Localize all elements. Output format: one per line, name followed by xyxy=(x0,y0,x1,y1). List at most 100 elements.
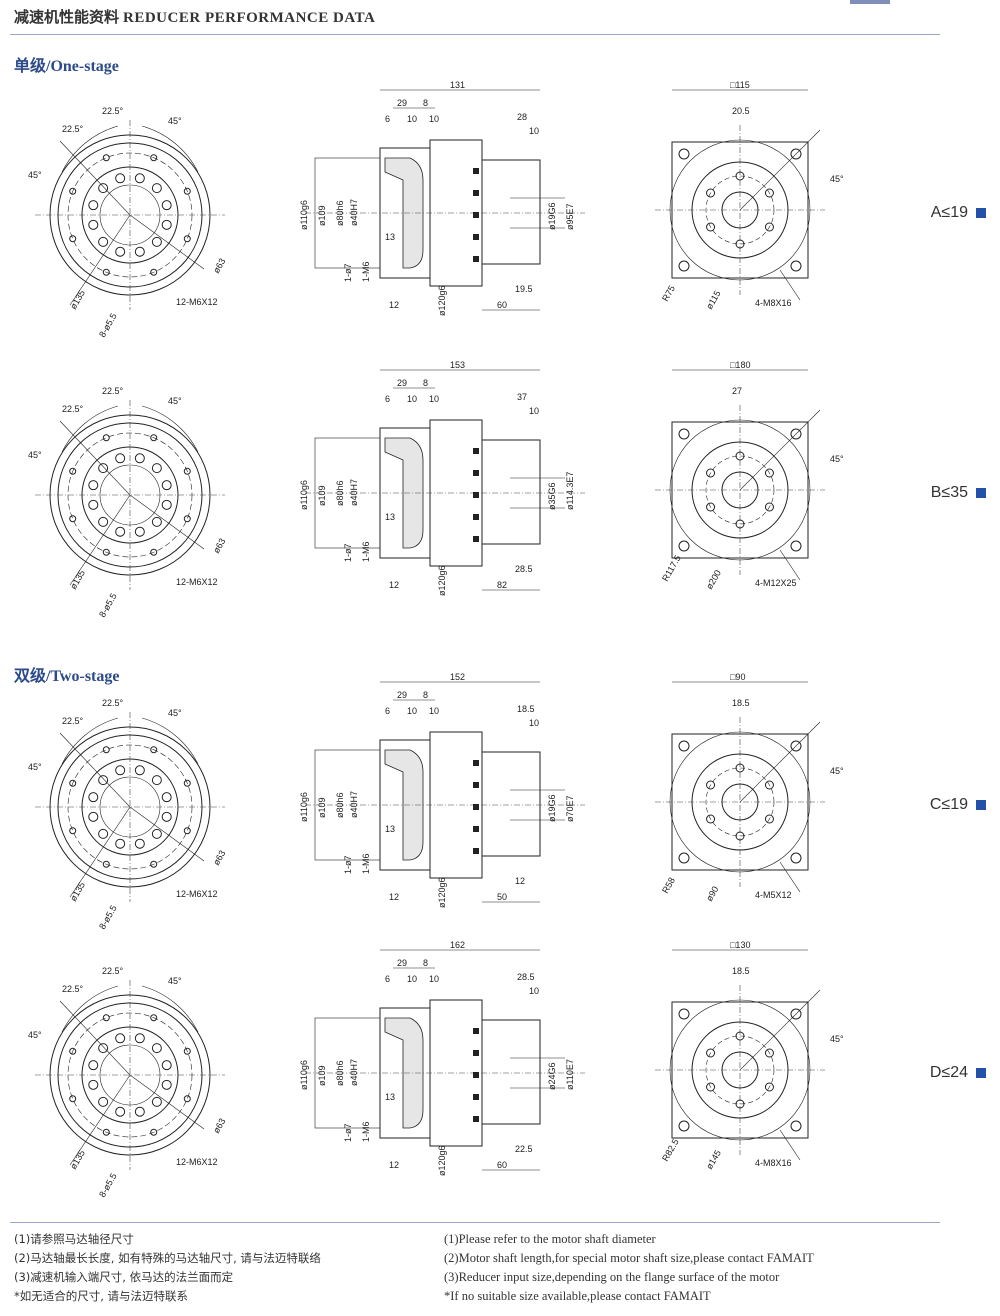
side-d1: ø110g6 xyxy=(299,792,309,822)
angle-label-a: 22.5° xyxy=(102,966,124,976)
holes-label: 8-ø5.5 xyxy=(97,311,119,339)
angle-label-b2: 45° xyxy=(28,170,42,180)
right-top-label: 28 xyxy=(517,112,527,122)
angle-label-b: 45° xyxy=(168,976,182,986)
radius-label: R75 xyxy=(660,284,677,303)
pcd-label: ø63 xyxy=(211,257,227,275)
square-label: □115 xyxy=(730,80,750,90)
bolt-circle-label: ø135 xyxy=(68,568,87,591)
side-d1: ø110g6 xyxy=(299,480,309,510)
dim-10a: 10 xyxy=(407,114,417,124)
angle-label-b2: 45° xyxy=(28,450,42,460)
shaft-label: ø35G6 xyxy=(547,482,557,510)
circle-label: ø115 xyxy=(704,289,723,311)
side-d2: ø109 xyxy=(317,485,327,506)
side-d2: ø109 xyxy=(317,797,327,818)
size-caption-label: A≤19 xyxy=(930,204,968,221)
side-d3: ø80h6 xyxy=(335,792,345,818)
note-en-4: *If no suitable size available,please co… xyxy=(444,1289,711,1303)
angle-label-a2: 22.5° xyxy=(62,124,84,134)
holes-label: 8-ø5.5 xyxy=(97,1171,119,1199)
corner-mark xyxy=(850,0,890,4)
side-v12: 12 xyxy=(389,580,399,590)
right-top2-label: 10 xyxy=(529,718,539,728)
dim-10b: 10 xyxy=(429,114,439,124)
total-length-label: 162 xyxy=(450,940,465,950)
right-top2-label: 10 xyxy=(529,406,539,416)
note-en-2: (2)Motor shaft length,for special motor … xyxy=(444,1251,814,1265)
size-caption: C≤19 xyxy=(930,796,986,814)
dim-8: 8 xyxy=(423,690,428,700)
dim-6: 6 xyxy=(385,114,390,124)
caption-square-icon xyxy=(976,1068,986,1078)
side-v13: 13 xyxy=(385,232,395,242)
dim-6: 6 xyxy=(385,974,390,984)
circle-label: ø200 xyxy=(704,568,723,591)
side-d4: ø40H7 xyxy=(349,199,359,226)
length-label: 60 xyxy=(497,1160,507,1170)
dim-10a: 10 xyxy=(407,394,417,404)
side-v13: 13 xyxy=(385,824,395,834)
screws-label: 12-M6X12 xyxy=(176,577,218,587)
header-title-en: REDUCER PERFORMANCE DATA xyxy=(123,10,376,26)
side-v13: 13 xyxy=(385,512,395,522)
note-en-1: (1)Please refer to the motor shaft diame… xyxy=(444,1232,656,1246)
note-cn-2: (2)马达轴最长长度, 如有特殊的马达轴尺寸, 请与法迈特联络 xyxy=(14,1251,321,1265)
side-d6: 1-M6 xyxy=(361,853,371,874)
shaft-label: ø19G6 xyxy=(547,202,557,230)
dim-6: 6 xyxy=(385,394,390,404)
bore-label: ø114.3E7 xyxy=(565,472,575,510)
notes-cn: (1)请参照马达轴径尺寸 (2)马达轴最长长度, 如有特殊的马达轴尺寸, 请与法… xyxy=(14,1230,321,1306)
side-d1: ø110g6 xyxy=(299,1060,309,1090)
right-top-label: 37 xyxy=(517,392,527,402)
angle-label-a2: 22.5° xyxy=(62,716,84,726)
side-d6: 1-M6 xyxy=(361,541,371,562)
shaft-label: ø24G6 xyxy=(547,1062,557,1090)
length-label: 60 xyxy=(497,300,507,310)
size-caption: B≤35 xyxy=(931,484,986,502)
right-top-label: 18.5 xyxy=(517,704,535,714)
holes-label: 8-ø5.5 xyxy=(97,903,119,931)
angle-label-a: 22.5° xyxy=(102,386,124,396)
square-label: □130 xyxy=(730,940,750,950)
bolt-circle-label: ø135 xyxy=(68,288,87,311)
flange-angle-label: 45° xyxy=(830,766,844,776)
side-d6: 1-M6 xyxy=(361,1121,371,1142)
size-caption-label: C≤19 xyxy=(929,796,968,813)
angle-label-a: 22.5° xyxy=(102,698,124,708)
caption-square-icon xyxy=(976,208,986,218)
right-bottom-label: 12 xyxy=(515,876,525,886)
screws-label: 12-M6X12 xyxy=(176,889,218,899)
note-cn-3: (3)减速机输入端尺寸, 依马达的法兰面而定 xyxy=(14,1270,234,1284)
shaft-label: ø19G6 xyxy=(547,794,557,822)
offset-label: 18.5 xyxy=(732,966,750,976)
side-d4: ø40H7 xyxy=(349,791,359,818)
dim-10b: 10 xyxy=(429,706,439,716)
bolt-circle-label: ø135 xyxy=(68,880,87,903)
side-flange: ø120g6 xyxy=(437,565,447,596)
pcd-label: ø63 xyxy=(211,1117,227,1135)
circle-label: ø145 xyxy=(704,1148,723,1171)
dim-29: 29 xyxy=(397,378,407,388)
thread-label: 4-M8X16 xyxy=(755,298,792,308)
right-bottom-label: 28.5 xyxy=(515,564,533,574)
notes-en: (1)Please refer to the motor shaft diame… xyxy=(444,1230,814,1306)
total-length-label: 131 xyxy=(450,80,465,90)
side-d3: ø80h6 xyxy=(335,200,345,226)
dim-29: 29 xyxy=(397,98,407,108)
pcd-label: ø63 xyxy=(211,537,227,555)
side-flange: ø120g6 xyxy=(437,1145,447,1176)
square-label: □90 xyxy=(730,672,745,682)
side-d1: ø110g6 xyxy=(299,200,309,230)
square-label: □180 xyxy=(730,360,750,370)
side-v13: 13 xyxy=(385,1092,395,1102)
thread-label: 4-M12X25 xyxy=(755,578,797,588)
caption-square-icon xyxy=(976,800,986,810)
angle-label-a2: 22.5° xyxy=(62,984,84,994)
side-d2: ø109 xyxy=(317,205,327,226)
